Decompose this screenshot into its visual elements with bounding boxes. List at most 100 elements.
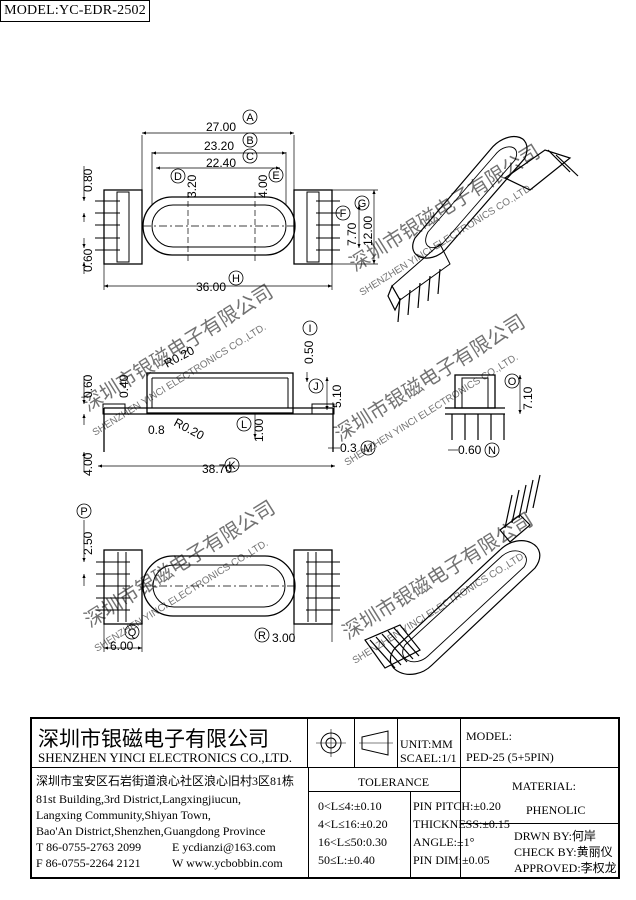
cone-symbol-icon [358,727,394,759]
dim-left-080: 0.80 [81,168,95,192]
callout-G: G [358,198,367,210]
side-view-callouts [224,320,376,473]
approved-by: APPROVED:李权龙 [514,861,617,875]
watermark-group: 深圳市银磁电子有限公司 SHENZHEN YINCI ELECTRONICS C… [78,140,544,666]
dim-D: 3.20 [185,174,199,198]
bottom-view [82,520,340,652]
email: E ycdianzi@163.com [172,840,276,854]
callout-Q: Q [128,627,137,639]
spec-row: ANGLE:±1° [413,835,475,849]
callout-A: A [246,112,254,124]
divider [460,823,620,824]
callout-E: E [272,170,279,182]
material-value: PHENOLIC [526,803,586,817]
dim-P: 2.50 [81,531,95,555]
dim-J: 5.10 [330,384,344,408]
dim-F: 7.70 [345,222,359,246]
material-label: MATERIAL: [512,779,576,793]
callout-F: F [340,208,347,220]
dim-H: 36.00 [196,280,226,294]
dim-O: 7.10 [521,386,535,410]
address-en-line1: 81st Building,3rd District,Langxingjiucu… [36,792,241,806]
spec-row: THICKNESS:±0.15 [413,817,510,831]
tolerance-row: 0<L≤4:±0.10 [318,799,382,813]
callout-M: M [363,443,372,455]
divider [354,719,355,767]
watermark-cn: 深圳市银磁电子有限公司 [78,280,277,416]
dim-left-060: 0.60 [81,248,95,272]
callout-R: R [258,630,266,642]
check-by: CHECK BY:黄丽仪 [514,845,613,859]
spec-row: PIN DIM:±0.05 [413,853,490,867]
callout-H: H [232,273,240,285]
bottom-view-callouts [76,503,270,643]
watermark-cn: 深圳市银磁电子有限公司 [330,310,529,446]
dim-B: 23.20 [204,139,234,153]
tolerance-row: 4<L≤16:±0.20 [318,817,388,831]
dim-R020-bottom: R0.20 [172,415,207,443]
projection-symbol-icon [312,727,350,759]
top-view-callout-letters: A B C D E F G H [174,112,366,285]
dim-040: 0.40 [117,374,131,398]
dim-400: 4.00 [81,452,95,476]
website: W www.ycbobbin.com [172,856,283,870]
address-cn: 深圳市宝安区石岩街道浪心社区浪心旧村3区81栋 [36,774,295,788]
callout-P: P [80,506,87,518]
divider [460,767,620,768]
dim-A: 27.00 [206,120,236,134]
tolerance-row: 16<L≤50:0.30 [318,835,388,849]
callout-D: D [174,171,182,183]
telephone: T 86-0755-2763 2099 [36,840,142,854]
top-view-labels: 27.00 23.20 22.40 3.20 4.00 7.70 12.00 3… [81,120,375,294]
dim-I: 0.50 [302,340,316,364]
callout-L: L [241,419,247,431]
callout-I: I [308,323,311,335]
dim-L: 1.00 [252,418,266,442]
callout-N: N [488,445,496,457]
address-en-line2: Langxing Community,Shiyan Town, [36,808,211,822]
title-block: 深圳市银磁电子有限公司 SHENZHEN YINCI ELECTRONICS C… [30,717,620,879]
side-view-callout-letters: I J L K M [228,323,372,472]
unit: UNIT:MM [400,737,453,751]
top-view-callouts [170,109,370,286]
dim-R: 3.00 [272,631,296,645]
watermark-cn: 深圳市银磁电子有限公司 [80,496,279,632]
dim-G: 12.00 [361,216,375,246]
model-label: MODEL: [466,729,512,743]
bottom-view-labels: 2.50 6.00 3.00 [81,531,296,653]
tolerance-row: 50≤L:±0.40 [318,853,375,867]
callout-C: C [246,151,254,163]
drawn-by: DRWN BY:何岸 [514,829,596,843]
side-view-labels: R0.20 R0.20 0.40 0.60 0.8 4.00 38.70 1.0… [81,340,357,476]
dim-Q: 6.00 [110,639,134,653]
address-en-line3: Bao'An District,Shenzhen,Guangdong Provi… [36,824,266,838]
bottom-view-callout-letters: P Q R [80,506,266,642]
dim-C: 22.40 [206,156,236,170]
divider [308,791,460,792]
callout-J: J [313,381,319,393]
company-name-en: SHENZHEN YINCI ELECTRONICS CO.,LTD. [38,750,292,765]
watermark-cn: 深圳市银磁电子有限公司 [338,508,537,644]
scale: SCAEL:1/1 [400,751,457,765]
divider [32,767,460,768]
end-view-labels: 7.10 0.60 [458,386,535,457]
callout-O: O [508,376,517,388]
spec-row: PIN PITCH:±0.20 [413,799,501,813]
divider [308,767,309,879]
dim-060: 0.60 [81,374,95,398]
model-value: PED-25 (5+5PIN) [466,750,554,764]
divider [460,719,461,879]
side-view [82,372,340,472]
dim-08: 0.8 [148,423,165,437]
divider [397,719,398,767]
dim-E: 4.00 [256,174,270,198]
end-view [445,374,522,451]
divider [307,719,308,767]
dim-N: 0.60 [458,443,482,457]
top-view [82,131,378,290]
iso-view-top [387,136,579,323]
model-number: MODEL:YC-EDR-2502 [0,0,150,22]
end-view-callouts [484,373,520,458]
tolerance-title: TOLERANCE [358,775,430,789]
